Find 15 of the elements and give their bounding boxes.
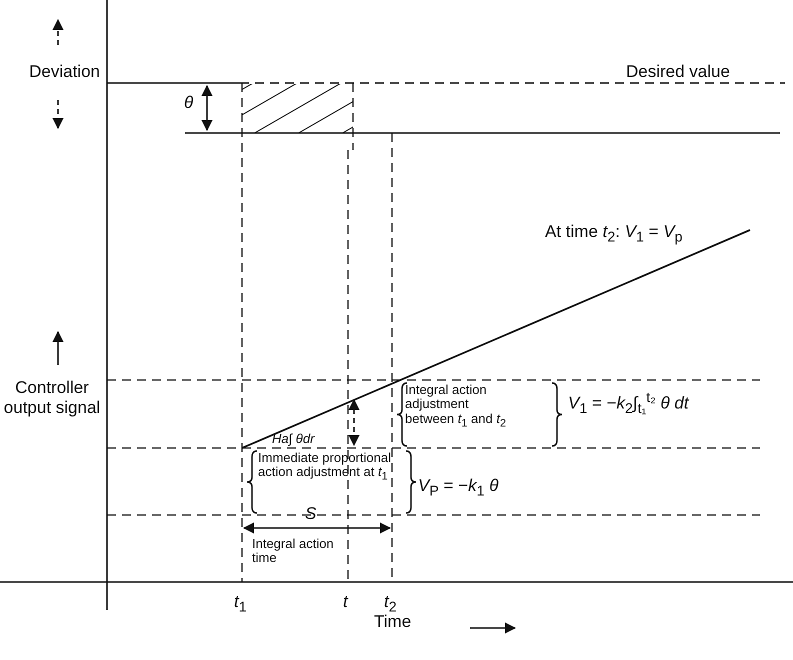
- tick-label: t$_{1}$: [234, 592, 247, 616]
- formula: V$_{1}$ = −k$_{2}$∫$_{t₁}$$^{t₂}$ θ dt: [568, 390, 689, 418]
- line-label: Desired value: [626, 62, 730, 82]
- condition-note: At time t$_{2}$: V$_{1}$ = V$_{p}$: [545, 222, 682, 246]
- formula: Ha∫ θdr: [272, 432, 314, 446]
- hatched-area: [242, 84, 353, 133]
- formula: V$_{P}$ = −k$_{1}$ θ: [418, 476, 498, 500]
- annotation-text: Immediate proportional action adjustment at t$_{1}$: [258, 451, 392, 484]
- axis-label: Deviation: [28, 62, 100, 82]
- tick-label: t: [343, 592, 348, 612]
- axis-label: Controller output signal: [2, 378, 102, 418]
- dimension-label: S: [305, 504, 316, 524]
- annotation-text: Integral action time: [252, 537, 335, 566]
- annotation-text: Integral action adjustment between t$_{1}$ and t$_{2}$: [405, 383, 507, 430]
- dimension-label: θ: [184, 93, 194, 113]
